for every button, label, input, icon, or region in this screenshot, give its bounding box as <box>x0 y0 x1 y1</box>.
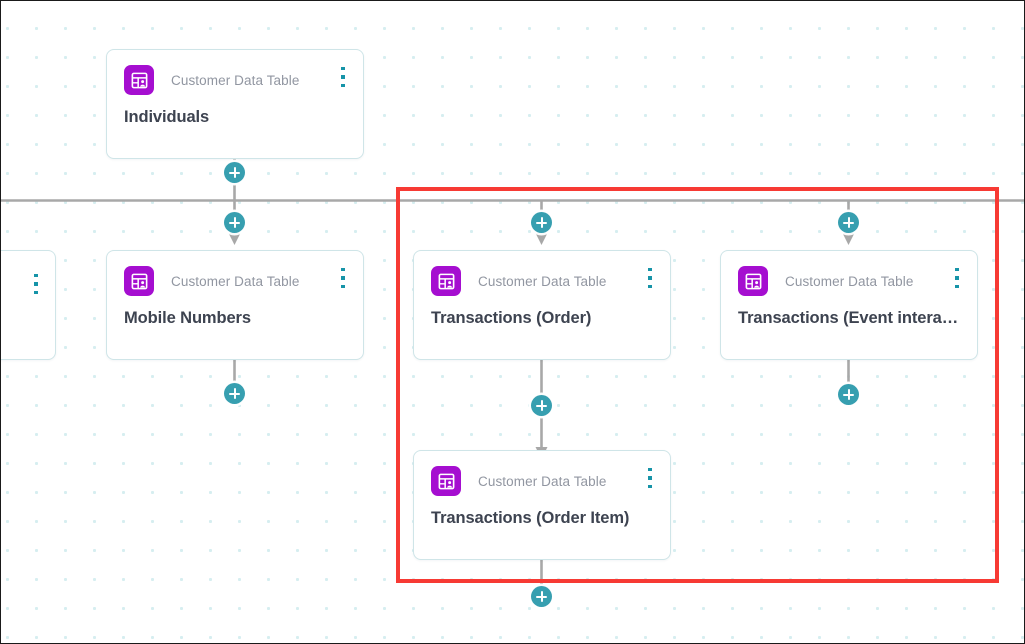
customer-data-table-icon <box>124 65 154 95</box>
customer-data-table-icon <box>431 466 461 496</box>
add-above-transactions-order-item-button[interactable] <box>531 395 552 416</box>
kebab-menu-icon[interactable] <box>950 267 964 289</box>
add-above-transactions-event-interactions-button[interactable] <box>838 212 859 233</box>
kebab-menu-icon[interactable] <box>643 267 657 289</box>
customer-data-table-icon <box>124 266 154 296</box>
add-below-individuals-button[interactable] <box>224 162 245 183</box>
arrowhead-mobile-numbers <box>228 233 241 245</box>
add-below-transactions-event-interactions-button[interactable] <box>838 384 859 405</box>
node-header: Customer Data Table <box>107 251 363 296</box>
node-title: Mobile Numbers <box>124 309 251 327</box>
node-title: Transactions (Event interac…) <box>738 309 973 327</box>
node-header: Customer Data Table <box>414 451 670 496</box>
node-header: Customer Data Table <box>414 251 670 296</box>
customer-data-table-icon <box>738 266 768 296</box>
node-type-label: Customer Data Table <box>478 473 607 489</box>
node-header: Customer Data Table <box>721 251 977 296</box>
node-title: Transactions (Order) <box>431 309 592 327</box>
add-above-mobile-numbers-button[interactable] <box>224 212 245 233</box>
kebab-menu-icon[interactable] <box>336 267 350 289</box>
node-header: Customer Data Table <box>107 50 363 95</box>
node-card-clipped-left[interactable] <box>1 250 56 360</box>
node-card-mobile-numbers[interactable]: Customer Data Table Mobile Numbers <box>106 250 364 360</box>
customer-data-table-icon <box>431 266 461 296</box>
node-type-label: Customer Data Table <box>785 273 914 289</box>
kebab-menu-icon[interactable] <box>643 467 657 489</box>
node-card-transactions-order[interactable]: Customer Data Table Transactions (Order) <box>413 250 671 360</box>
node-card-transactions-event-interactions[interactable]: Customer Data Table Transactions (Event … <box>720 250 978 360</box>
node-type-label: Customer Data Table <box>478 273 607 289</box>
node-type-label: Customer Data Table <box>171 273 300 289</box>
node-card-transactions-order-item[interactable]: Customer Data Table Transactions (Order … <box>413 450 671 560</box>
node-title: Individuals <box>124 108 210 126</box>
add-below-transactions-order-item-button[interactable] <box>531 586 552 607</box>
selection-highlight-box <box>396 187 999 583</box>
kebab-menu-icon[interactable] <box>336 66 350 88</box>
node-card-individuals[interactable]: Customer Data Table Individuals <box>106 49 364 159</box>
add-below-mobile-numbers-button[interactable] <box>224 383 245 404</box>
kebab-menu-icon[interactable] <box>29 273 43 295</box>
add-above-transactions-order-button[interactable] <box>531 212 552 233</box>
node-title: Transactions (Order Item) <box>431 509 630 527</box>
node-type-label: Customer Data Table <box>171 72 300 88</box>
